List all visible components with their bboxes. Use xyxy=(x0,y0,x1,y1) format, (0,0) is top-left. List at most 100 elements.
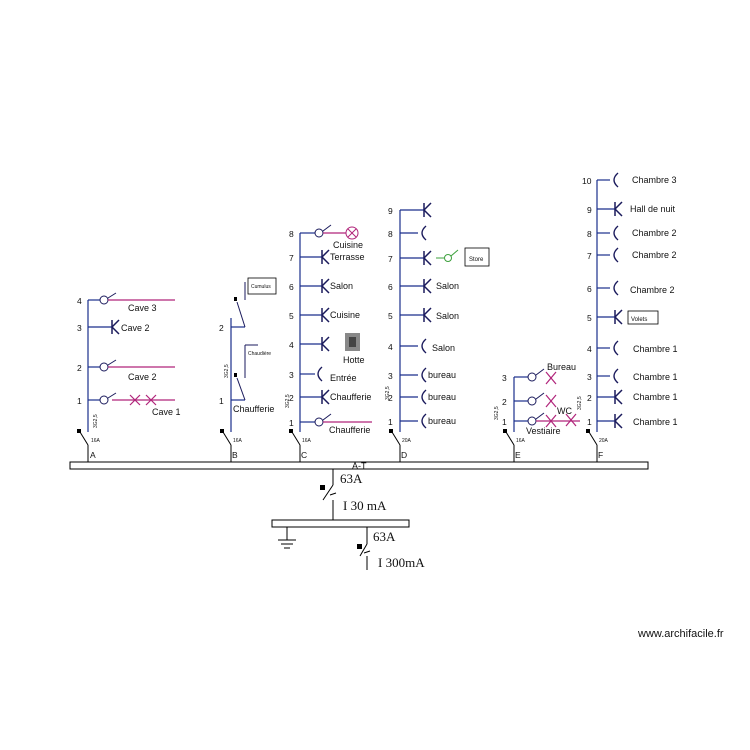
circuit-f-breaker: 20A xyxy=(599,438,609,444)
circuit-c-num-1: 1 xyxy=(289,418,294,428)
circuit-d-id: D xyxy=(401,450,407,460)
secondary-breaker-rating: 63A xyxy=(373,529,396,544)
circuit-d-cable: 3G2,5 xyxy=(385,386,391,400)
circuit-e-label-1: Vestiaire xyxy=(526,426,561,436)
circuit-e: E 16A 3G2,5 1 Vestiaire 2 WC 3 Bureau xyxy=(494,362,580,462)
circuit-d: D 20A 3G2,5 1 bureau 2 bureau 3 bureau 4… xyxy=(385,202,490,462)
secondary-bar xyxy=(271,519,410,528)
circuit-f-label-4: Chambre 1 xyxy=(633,344,678,354)
circuit-c-num-4: 4 xyxy=(289,340,294,350)
circuit-a-label-1: Cave 1 xyxy=(152,407,181,417)
circuit-f-label-6: Chambre 2 xyxy=(630,285,675,295)
circuit-f-label-3: Chambre 1 xyxy=(633,372,678,382)
circuit-a-label-4: Cave 3 xyxy=(128,303,157,313)
circuit-f: F 20A 3G2,5 1 Chambre 1 2 Chambre 1 3 Ch… xyxy=(577,172,678,462)
lamp-icon xyxy=(345,226,359,240)
circuit-c-label-3: Entrée xyxy=(330,373,357,383)
circuit-d-num-4: 4 xyxy=(388,342,393,352)
circuit-f-label-10: Chambre 3 xyxy=(632,175,677,185)
circuit-a-cable: 3G2,5 xyxy=(93,414,99,428)
circuit-b-cable: 3G2,5 xyxy=(224,364,230,378)
circuit-f-label-2: Chambre 1 xyxy=(633,392,678,402)
circuit-e-label-3: Bureau xyxy=(547,362,576,372)
blind-icon xyxy=(436,249,459,262)
circuit-c-label-1: Chaufferie xyxy=(329,425,370,435)
circuit-d-label-7: Store xyxy=(469,257,484,263)
store-box xyxy=(464,247,490,267)
circuit-e-id: E xyxy=(515,450,521,460)
circuit-a-label-2: Cave 2 xyxy=(128,372,157,382)
secondary-rcd-label: I 300mA xyxy=(378,555,425,570)
circuit-c-label-5: Cuisine xyxy=(330,310,360,320)
circuit-c-label-2: Chaufferie xyxy=(330,392,371,402)
circuit-f-label-9: Hall de nuit xyxy=(630,204,676,214)
circuit-a-num-4: 4 xyxy=(77,296,82,306)
circuit-a-label-3: Cave 2 xyxy=(121,323,150,333)
circuit-c-label-7: Terrasse xyxy=(330,252,365,262)
circuit-d-num-1: 1 xyxy=(388,417,393,427)
circuit-c-num-5: 5 xyxy=(289,311,294,321)
circuit-b-id: B xyxy=(232,450,238,460)
circuit-d-label-2: bureau xyxy=(428,392,456,402)
circuit-f-id: F xyxy=(598,450,603,460)
main-feed: 63A I 30 mA xyxy=(320,469,387,520)
circuit-a: A 16A 3G2,5 1 Cave 1 2 Cave 2 3 Cave 2 xyxy=(77,292,181,462)
circuit-b-breaker: 16A xyxy=(233,438,243,444)
circuit-e-breaker: 16A xyxy=(516,438,526,444)
circuit-c-num-8: 8 xyxy=(289,229,294,239)
circuit-d-num-5: 5 xyxy=(388,311,393,321)
circuit-f-num-4: 4 xyxy=(587,344,592,354)
circuit-f-num-8: 8 xyxy=(587,229,592,239)
circuit-b-note-2: Chaudière xyxy=(248,351,271,357)
circuit-f-num-6: 6 xyxy=(587,284,592,294)
cumulus-box xyxy=(247,277,277,295)
circuit-d-breaker: 20A xyxy=(402,438,412,444)
circuit-c-num-2: 2 xyxy=(289,393,294,403)
circuit-a-num-1: 1 xyxy=(77,396,82,406)
circuit-a-num-2: 2 xyxy=(77,363,82,373)
circuit-c-cable: 3G2,5 xyxy=(285,394,291,408)
circuit-d-num-3: 3 xyxy=(388,371,393,381)
circuit-c-label-4: Hotte xyxy=(343,355,365,365)
circuit-d-label-6: Salon xyxy=(436,281,459,291)
circuit-f-label-8: Chambre 2 xyxy=(632,228,677,238)
circuit-b-num-1: 1 xyxy=(219,396,224,406)
volets-box xyxy=(627,310,659,325)
circuit-f-num-10: 10 xyxy=(582,176,592,186)
secondary-feed: 63A I 300mA xyxy=(357,527,425,570)
circuit-e-num-1: 1 xyxy=(502,417,507,427)
circuit-d-num-9: 9 xyxy=(388,206,393,216)
circuit-d-label-4: Salon xyxy=(432,343,455,353)
circuit-e-num-2: 2 xyxy=(502,397,507,407)
circuit-d-num-2: 2 xyxy=(388,393,393,403)
circuit-f-num-5: 5 xyxy=(587,313,592,323)
earth-symbol xyxy=(278,527,296,549)
main-rcd-label: I 30 mA xyxy=(343,498,387,513)
circuit-f-cable: 3G2,5 xyxy=(577,396,583,410)
circuit-c-id: C xyxy=(301,450,307,460)
circuit-b-note-1: Cumulus xyxy=(251,284,271,290)
circuit-c-num-3: 3 xyxy=(289,370,294,380)
circuit-c-label-8: Cuisine xyxy=(333,240,363,250)
circuit-d-num-7: 7 xyxy=(388,254,393,264)
circuit-d-label-1: bureau xyxy=(428,416,456,426)
circuit-b-num-2: 2 xyxy=(219,323,224,333)
circuit-f-label-5: Volets xyxy=(631,317,647,323)
circuit-f-num-9: 9 xyxy=(587,205,592,215)
watermark: www.archifacile.fr xyxy=(637,628,724,640)
circuit-e-num-3: 3 xyxy=(502,373,507,383)
circuit-d-num-8: 8 xyxy=(388,229,393,239)
main-bar-label: A-T xyxy=(352,461,367,471)
circuit-f-num-2: 2 xyxy=(587,393,592,403)
circuit-f-num-7: 7 xyxy=(587,251,592,261)
circuit-f-label-7: Chambre 2 xyxy=(632,250,677,260)
circuit-f-num-3: 3 xyxy=(587,372,592,382)
circuit-a-breaker: 16A xyxy=(91,438,101,444)
circuit-c-num-7: 7 xyxy=(289,253,294,263)
circuit-c-breaker: 16A xyxy=(302,438,312,444)
circuit-b: B 16A 3G2,5 1 Chaudière Chaufferie 2 Cum… xyxy=(219,277,277,462)
circuit-b-label-1: Chaufferie xyxy=(233,404,274,414)
main-distribution-bar xyxy=(69,461,649,470)
circuit-c-label-6: Salon xyxy=(330,281,353,291)
